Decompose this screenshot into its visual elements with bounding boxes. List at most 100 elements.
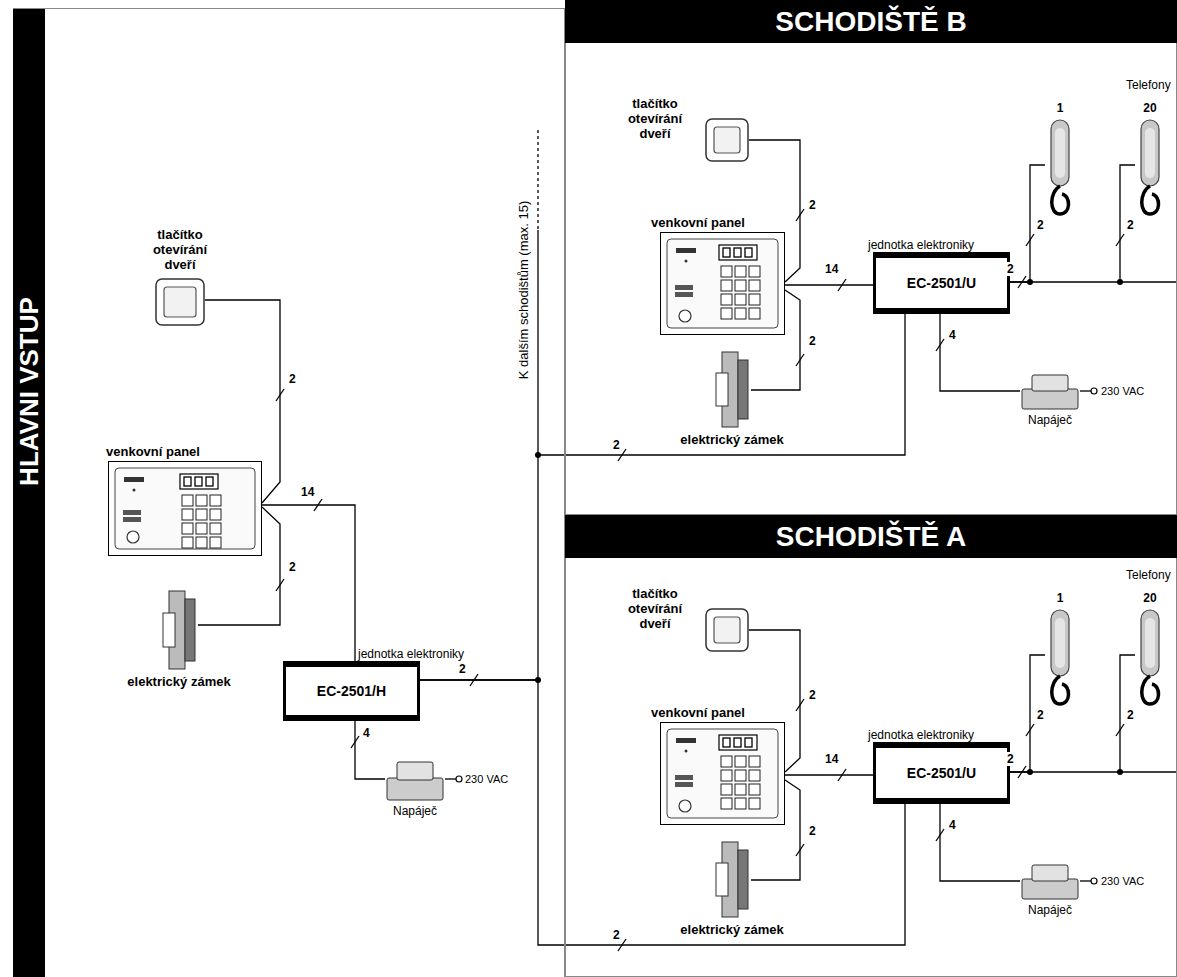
rect-shape — [1145, 128, 1155, 178]
psu-label: Napáječ — [1028, 903, 1072, 917]
rect-shape — [210, 523, 221, 534]
wire-connector — [785, 279, 873, 291]
wire-connector — [420, 311, 905, 680]
phone-bus — [1120, 281, 1177, 282]
button-label: tlačítko otevírání dveří — [613, 586, 697, 631]
rect-shape — [706, 119, 748, 161]
wire-connector — [1010, 655, 1045, 772]
wire-path — [262, 505, 355, 664]
annotation-label: 2 — [458, 662, 467, 676]
wire-count: 2 — [808, 688, 817, 702]
bus-continuation — [537, 130, 538, 230]
rect-shape — [716, 373, 728, 406]
rect-shape — [667, 729, 778, 818]
wire-count: 2 — [288, 372, 297, 386]
wire-count: 4 — [948, 328, 957, 342]
regH-node: SCHODIŠTĚ Btlačítko otevírání dveřívenko… — [565, 0, 1177, 515]
wire-count: 2 — [808, 198, 817, 212]
rect-shape — [185, 599, 195, 661]
door-button-icon — [155, 278, 205, 326]
lock-node: elektrický zámek — [713, 352, 751, 427]
wire-count: 14 — [824, 262, 839, 276]
electric-lock-icon — [713, 842, 751, 917]
rect-shape — [749, 280, 760, 291]
lock-label: elektrický zámek — [127, 674, 230, 689]
rect-shape — [1032, 865, 1068, 881]
rect-shape — [675, 285, 693, 290]
mains-lead — [1080, 880, 1091, 881]
phone-bus — [1120, 771, 1177, 772]
lock-label: elektrický zámek — [680, 432, 783, 447]
regH-node: SCHODIŠTĚ A tlačítko otevírání dveří venko… — [565, 515, 1177, 977]
door-button-icon — [705, 118, 749, 162]
psu-node: Napáječ — [1020, 862, 1080, 900]
wire-path — [420, 680, 905, 945]
wire-path — [940, 801, 1020, 881]
rect-shape — [721, 308, 732, 319]
circle-shape — [685, 750, 688, 753]
unit-heading: jednotka elektroniky — [358, 647, 464, 661]
rect-shape — [1055, 618, 1065, 668]
wire-tick — [276, 389, 284, 401]
wire-path — [785, 774, 873, 775]
wire-count: 2 — [1036, 218, 1045, 232]
path-shape — [1052, 186, 1069, 214]
wire-tick — [276, 579, 284, 591]
lock-label: elektrický zámek — [680, 922, 783, 937]
wire-path — [355, 718, 385, 779]
panel-node: venkovní panel — [660, 232, 785, 335]
outdoor-panel-drawing — [661, 233, 784, 334]
rect-shape — [1022, 389, 1078, 409]
path-shape — [1142, 186, 1159, 214]
unit-name: EC-2501/U — [907, 765, 976, 781]
rect-shape — [719, 735, 757, 750]
wire-tick — [838, 769, 846, 781]
annotation-label: 2 — [1006, 262, 1015, 276]
wire-count: 14 — [824, 752, 839, 766]
rect-shape — [749, 798, 760, 809]
rect-shape — [738, 850, 748, 909]
rect-shape — [196, 495, 207, 506]
mains-terminal — [1091, 878, 1097, 884]
annotation-label: 230 VAC — [1100, 384, 1145, 398]
ec-node: jednotka elektronikyEC-2501/U — [873, 745, 1010, 801]
wire-tick — [1026, 724, 1034, 736]
rect-shape — [676, 738, 696, 743]
rect-shape — [706, 609, 748, 651]
rect-shape — [210, 537, 221, 548]
handset-icon — [1135, 608, 1165, 708]
panel-node: venkovní panel — [660, 722, 785, 825]
wire-count: 2 — [612, 928, 621, 942]
button-label: tlačítko otevírání dveří — [138, 227, 222, 272]
wire-tick — [314, 499, 322, 511]
outdoor-panel-drawing — [109, 462, 261, 555]
unit-name: EC-2501/H — [317, 683, 386, 699]
phone-node: 1 — [1045, 118, 1075, 218]
wire-connector — [936, 801, 1020, 881]
rect-shape — [123, 517, 141, 522]
wire-path — [940, 311, 1020, 391]
wire-count: 2 — [808, 824, 817, 838]
wire-path — [1010, 165, 1045, 282]
wire-connector — [1010, 165, 1135, 282]
rect-shape — [206, 477, 213, 486]
header-band: SCHODIŠTĚ A — [565, 515, 1177, 558]
rect-shape — [180, 474, 218, 489]
phone-number: 20 — [1143, 591, 1156, 605]
rect-shape — [387, 778, 443, 800]
rect-shape — [1141, 120, 1159, 186]
outdoor-panel-drawing — [661, 723, 784, 824]
rect-shape — [1055, 128, 1065, 178]
panel-label: venkovní panel — [651, 705, 745, 720]
rect-shape — [735, 266, 746, 277]
rect-shape — [749, 756, 760, 767]
unit-heading: jednotka elektroniky — [868, 238, 974, 252]
region-title: HLAVNI VSTUP — [13, 297, 44, 486]
title-bar: HLAVNI VSTUP — [13, 9, 45, 977]
wire-path — [420, 311, 905, 680]
ec-node: jednotka elektronikyEC-2501/H — [283, 664, 420, 718]
rect-shape — [749, 770, 760, 781]
mains-lead — [445, 778, 456, 779]
button-label: tlačítko otevírání dveří — [613, 96, 697, 141]
phone-number: 1 — [1057, 101, 1064, 115]
